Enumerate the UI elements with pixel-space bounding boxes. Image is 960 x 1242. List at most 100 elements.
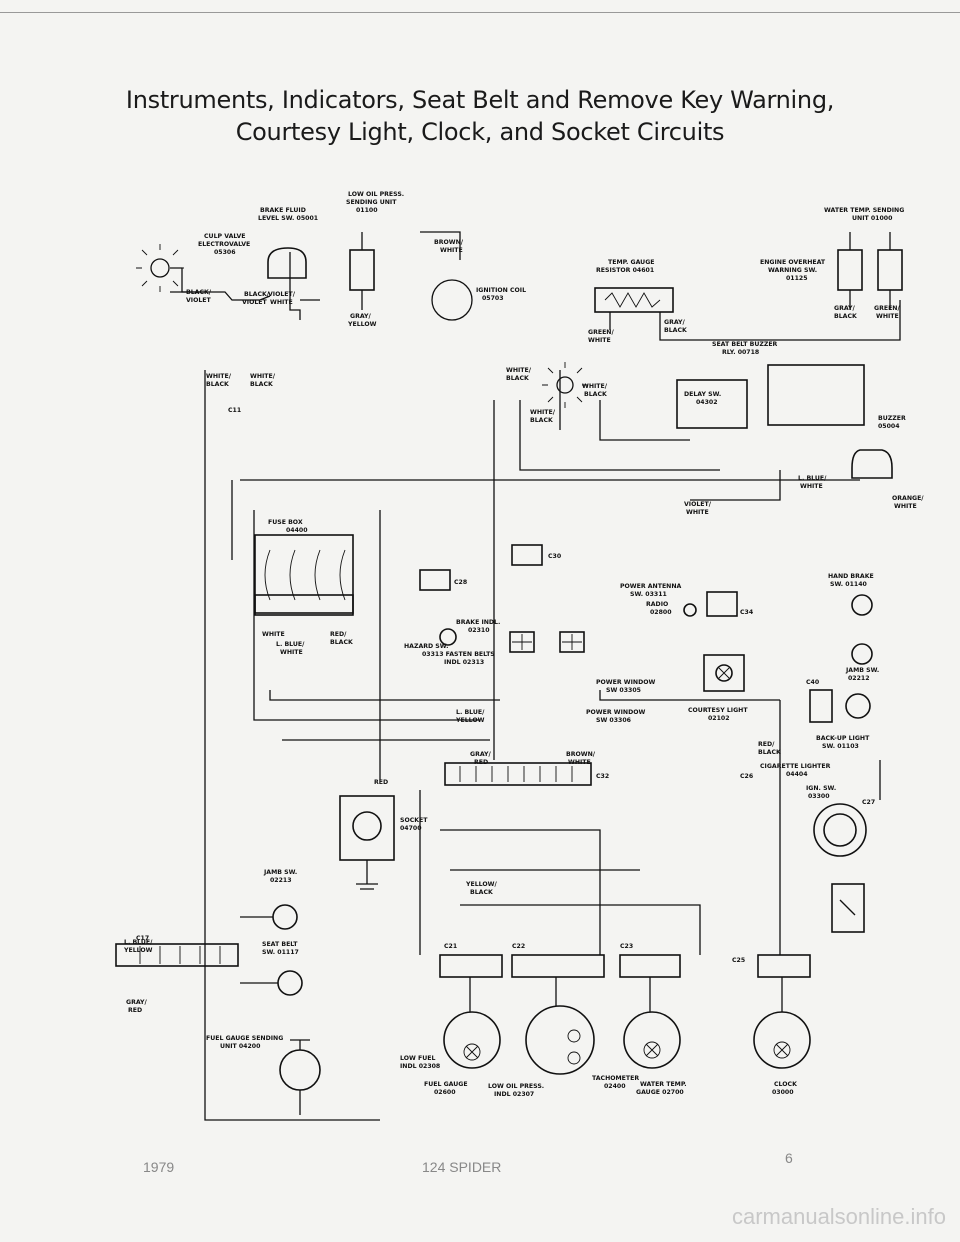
wire-labels-w7-label: GRAY/ [664,319,686,326]
components-brake-fluid-2-label: LEVEL SW. 05001 [258,215,318,222]
components-tachometer-2-label: 02400 [604,1083,626,1090]
components-clock-2-label: 03000 [772,1089,794,1096]
wire-labels-w15-label: WHITE [262,631,285,638]
components-jamb-sw-r-2-label: 02212 [848,675,870,682]
components-brake-indl-label: BRAKE INDL. [456,619,500,626]
components-hand-brake-label: HAND BRAKE [828,573,874,580]
connector-c17 [115,943,239,967]
wire-labels-w27b-label: YELLOW [123,947,153,954]
wire-labels-w10-label: WHITE/ [206,373,232,380]
components-buzzer-label: BUZZER [878,415,906,422]
fuse-box-body [254,534,354,616]
components-ign-sw-label: IGN. SW. [806,785,836,792]
wire-labels-w1-label: BROWN/ [434,239,464,246]
footer-page-number: 6 [785,1150,793,1166]
components-fuel-gauge-label: FUEL GAUGE [424,1081,468,1088]
wire-labels-w19b-label: RED [474,759,488,766]
wire-labels-w28-label: GRAY/ [126,999,148,1006]
connector-c25 [757,954,811,978]
footer-model: 124 SPIDER [422,1159,502,1175]
components-tachometer-label: TACHOMETER [592,1075,639,1082]
connector-c23 [619,954,681,978]
wire-labels-w23-label: L. BLUE/ [798,475,827,482]
wire-network [115,231,903,1121]
components-fuel-gauge-2-label: 02600 [434,1089,456,1096]
wire-labels-w1b-label: WHITE [440,247,463,254]
wire-labels-w16-label: L. BLUE/ [276,641,305,648]
lamp-icon-center [542,362,588,408]
wire-labels-w24b-label: WHITE [894,503,917,510]
wire-labels-w3b-label: VIOLET [186,297,212,304]
wire-labels-w22-label: VIOLET/ [684,501,712,508]
wire-labels-w4b-label: VIOLET [242,299,268,306]
components-jamb-sw-l-2-label: 02213 [270,877,292,884]
components-courtesy-light-label: COURTESY LIGHT [688,707,748,714]
watermark: carmanualsonline.info [731,1204,946,1229]
scan-edge-line [0,12,960,13]
components-c34-label: C34 [740,609,754,616]
components-fasten-belts-2-label: INDL 02313 [444,659,484,666]
wire-labels-w19-label: GRAY/ [470,751,492,758]
components-clock-label: CLOCK [774,1081,797,1088]
components-low-oil-label: LOW OIL PRESS. [348,191,404,198]
components-ign-sw-2-label: 03300 [808,793,830,800]
tachometer-circle [525,1005,595,1075]
components-seat-belt-sw-label: SEAT BELT [262,941,298,948]
wire-labels-w27-label: L. BLUE/ [124,939,153,946]
components-low-oil-indl-label: LOW OIL PRESS. [488,1083,544,1090]
components-power-antenna-2-label: SW. 03311 [630,591,667,598]
components-c17-label: C17 [136,935,149,942]
components-low-oil-indl-2-label: INDL 02307 [494,1091,534,1098]
components-culp-3-label: 05306 [214,249,236,256]
components-backup-light-label: BACK-UP LIGHT [816,735,870,742]
wire-labels-w7b-label: BLACK [664,327,687,334]
components-water-temp-gauge-label: WATER TEMP. [640,1081,687,1088]
components-socket-2-label: 04700 [400,825,422,832]
components-c30-label: C30 [548,553,562,560]
components-low-fuel-2-label: INDL 02308 [400,1063,440,1070]
wire-labels-w10b-label: BLACK [206,381,229,388]
wire-labels-w25b-label: BLACK [758,749,781,756]
components-fuel-sender-label: FUEL GAUGE SENDING [206,1035,283,1042]
components-engine-overheat-3-label: 01125 [786,275,808,282]
wire-labels-w16b-label: WHITE [280,649,303,656]
wire-labels-w28b-label: RED [128,1007,142,1014]
page-subtitle: Courtesy Light, Clock, and Socket Circui… [235,118,725,146]
components-power-window-2b-label: SW 03306 [596,717,631,724]
components-c21-label: C21 [444,943,457,950]
components-brake-indl-2-label: 02310 [468,627,490,634]
components-c11-label: C11 [228,407,241,414]
components-c25-label: C25 [732,957,745,964]
components-power-window-1b-label: SW 03305 [606,687,641,694]
wire-labels-w22b-label: WHITE [686,509,709,516]
wire-labels-w13b-label: BLACK [584,391,607,398]
components-backup-light-2-label: SW. 01103 [822,743,859,750]
components-hazard-sw-label: HAZARD SW. [404,643,448,650]
wire-labels-w26-label: YELLOW/ [465,881,497,888]
fuel-gauge-circle [443,1011,501,1069]
connector-c21 [439,954,503,978]
components-power-window-1-label: POWER WINDOW [596,679,655,686]
components-fuse-box-label: FUSE BOX [268,519,303,526]
wire-labels-w18b-label: YELLOW [455,717,485,724]
components-socket-label: SOCKET [400,817,428,824]
connector-c22 [511,954,605,978]
components-culp-label: CULP VALVE [204,233,245,240]
water-temp-gauge-circle [623,1011,681,1069]
components-c32-label: C32 [596,773,609,780]
wire-labels-w12b-label: BLACK [506,375,529,382]
components-c27-label: C27 [862,799,875,806]
wire-labels-w11b-label: BLACK [250,381,273,388]
ignition-coil-icon [431,279,473,321]
components-jamb-sw-l-label: JAMB SW. [263,869,297,876]
components-brake-fluid-label: BRAKE FLUID [260,207,306,214]
components-c40-label: C40 [806,679,820,686]
wire-labels-w14-label: WHITE/ [530,409,556,416]
socket-body [339,795,395,861]
components-ignition-coil-label: IGNITION COIL [476,287,526,294]
footer-year: 1979 [143,1159,175,1175]
wire-labels-w17b-label: BLACK [330,639,353,646]
components-culp-2-label: ELECTROVALVE [198,241,250,248]
components-c26-label: C26 [740,773,753,780]
